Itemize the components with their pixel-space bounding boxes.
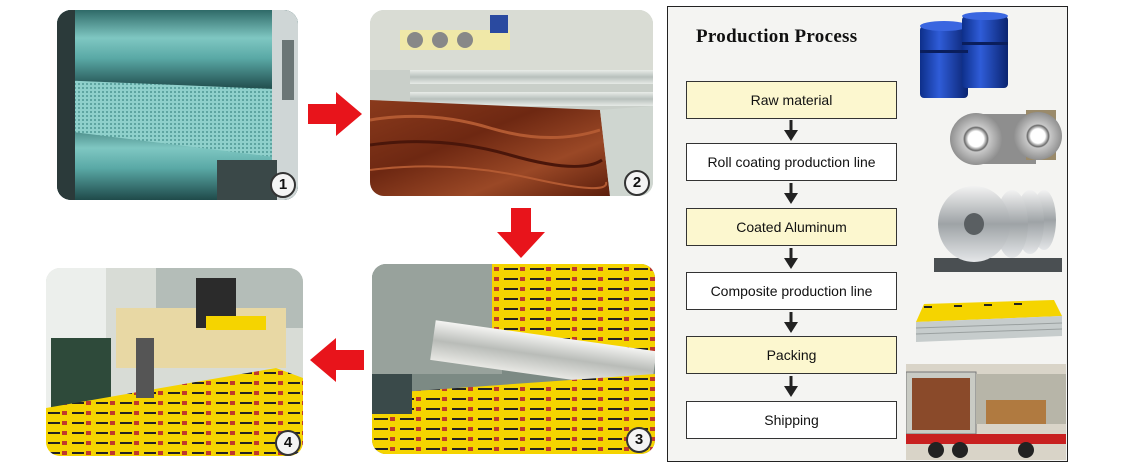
step-number-badge-1: 1 bbox=[270, 172, 296, 198]
aluminum-rolls-photo bbox=[934, 180, 1062, 272]
down-arrow-icon bbox=[784, 248, 798, 269]
step-number-badge-3: 3 bbox=[626, 427, 652, 453]
step-composite-line: Composite production line bbox=[686, 272, 897, 310]
step-number-badge-2: 2 bbox=[624, 170, 650, 196]
photo-wood-coating bbox=[370, 10, 653, 196]
step-raw-material: Raw material bbox=[686, 81, 897, 119]
down-arrow-icon bbox=[784, 376, 798, 397]
down-arrow-icon bbox=[784, 183, 798, 204]
step-number-badge-4: 4 bbox=[275, 430, 301, 456]
photo-roll-film bbox=[57, 10, 298, 200]
step-packing: Packing bbox=[686, 336, 897, 374]
step-roll-coating: Roll coating production line bbox=[686, 143, 897, 181]
step-shipping: Shipping bbox=[686, 401, 897, 439]
photo-yellow-film-roller bbox=[372, 264, 655, 454]
panel-stack-photo bbox=[914, 296, 1064, 346]
arrow-right-icon bbox=[308, 92, 362, 136]
step-coated-aluminum: Coated Aluminum bbox=[686, 208, 897, 246]
panel-title: Production Process bbox=[696, 26, 858, 47]
down-arrow-icon bbox=[784, 312, 798, 333]
container-truck-photo bbox=[906, 364, 1066, 460]
photo-cutting-machine bbox=[46, 268, 303, 456]
arrow-left-icon bbox=[310, 338, 364, 382]
arrow-down-icon bbox=[497, 208, 545, 258]
blue-drums-photo bbox=[912, 12, 1012, 102]
aluminum-coils-photo bbox=[946, 108, 1066, 170]
down-arrow-icon bbox=[784, 120, 798, 141]
